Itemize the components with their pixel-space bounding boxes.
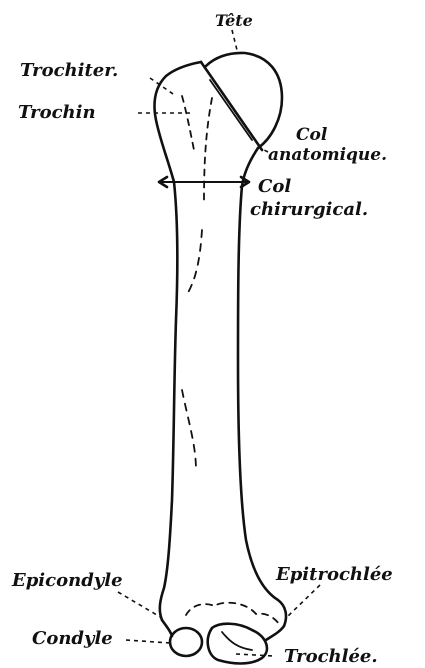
shaft-lateral-edge: [160, 182, 177, 620]
deltoid-tuberosity-dashed: [186, 230, 202, 296]
trochlea-groove: [222, 632, 252, 650]
epicondyle-outline: [162, 620, 172, 636]
label-trochiter: Trochiter.: [20, 60, 118, 81]
epitrochlee-leader: [286, 585, 320, 618]
epitrochlea-outline: [266, 626, 284, 640]
condyle-leader: [126, 640, 170, 643]
greater-tubercle-outline: [154, 62, 201, 182]
distal-capsule-dashed: [186, 603, 280, 626]
epicondyle-leader: [118, 592, 162, 618]
humeral-head-outline: [206, 53, 282, 148]
trochlea-outline: [208, 624, 267, 664]
trochlee-leader: [236, 654, 274, 656]
anatomical-neck-line-inner: [210, 80, 252, 140]
capitulum-outline: [170, 628, 202, 656]
spiral-ridge-dashed: [182, 390, 196, 470]
label-col-anatomique-line2: anatomique.: [268, 145, 387, 165]
label-epitrochlee: Epitrochlée: [275, 564, 393, 585]
label-col-chirurgical-line1: Col: [258, 176, 291, 197]
label-tete: Tête: [215, 11, 253, 30]
label-condyle: Condyle: [32, 628, 113, 649]
tete-leader: [232, 30, 238, 54]
label-col-chirurgical-line2: chirurgical.: [250, 199, 368, 220]
label-epicondyle: Epicondyle: [11, 570, 123, 591]
bicipital-groove-dashed: [182, 96, 194, 150]
label-trochlee: Trochlée.: [284, 646, 378, 667]
label-col-anatomique-line1: Col: [296, 125, 328, 145]
anatomical-neck-line: [201, 62, 262, 150]
label-trochin: Trochin: [18, 102, 96, 123]
intertubercular-ridge-dashed: [204, 98, 212, 200]
